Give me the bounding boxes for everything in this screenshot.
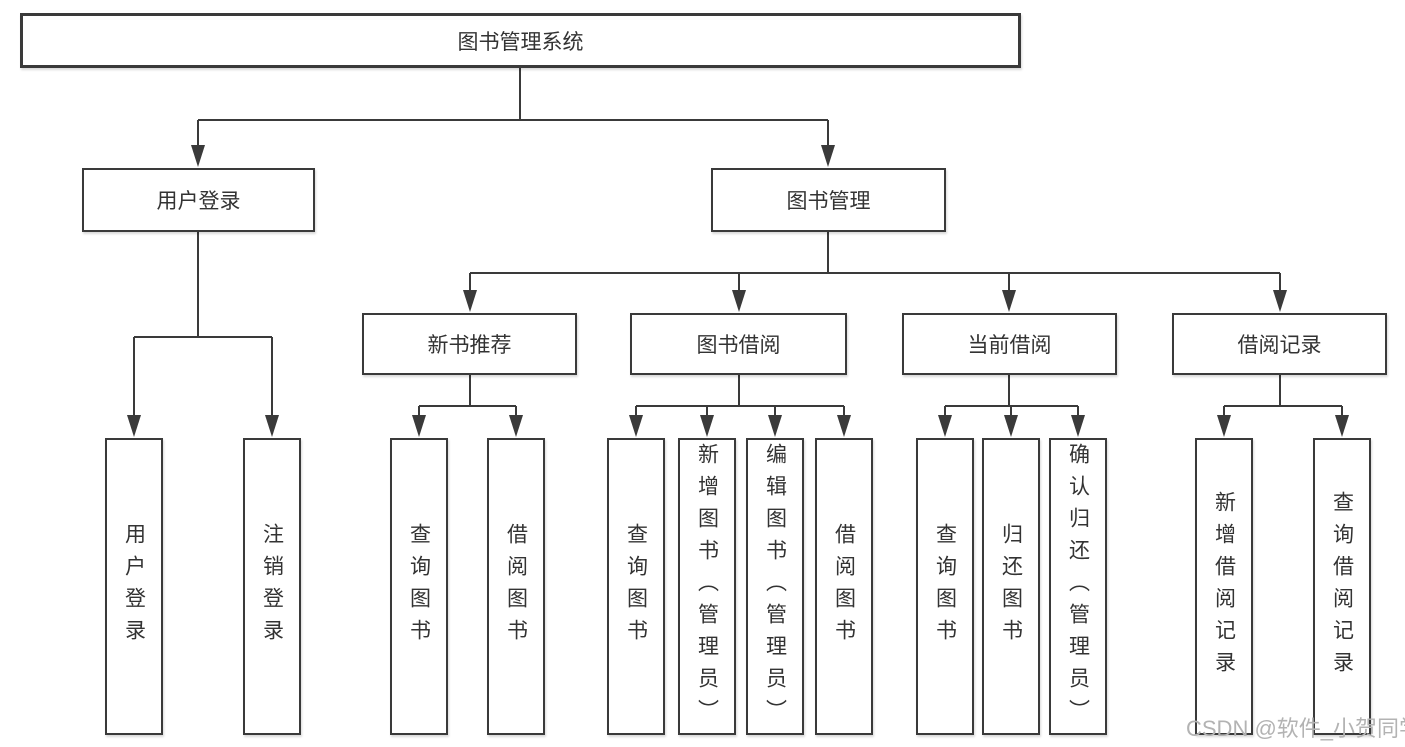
connector-book-mgmt <box>469 232 1281 292</box>
node-leaf-edit-book-admin: 编辑图书（管理员） <box>746 438 804 735</box>
arrowhead-icon <box>463 290 477 312</box>
node-label: 查询图书 <box>933 522 957 651</box>
arrowhead-icon <box>821 145 835 167</box>
connector-current-borrow <box>944 375 1079 417</box>
node-leaf-logout: 注销登录 <box>243 438 301 735</box>
arrowhead-icon <box>768 415 782 437</box>
arrowhead-icon <box>700 415 714 437</box>
node-book-borrow: 图书借阅 <box>630 313 847 375</box>
node-label: 新书推荐 <box>427 334 512 357</box>
node-label: 查询图书 <box>624 522 648 651</box>
node-label: 借阅记录 <box>1237 334 1322 357</box>
node-label: 查询借阅记录 <box>1330 490 1354 683</box>
node-current-borrow: 当前借阅 <box>902 313 1117 375</box>
node-label: 归还图书 <box>999 522 1023 651</box>
connector-user-login <box>133 232 273 417</box>
node-label: 注销登录 <box>260 522 284 651</box>
arrowhead-icon <box>938 415 952 437</box>
node-label: 图书管理 <box>786 190 871 213</box>
arrowhead-icon <box>1004 415 1018 437</box>
arrowhead-icon <box>629 415 643 437</box>
node-leaf-query-book-recommend: 查询图书 <box>390 438 448 735</box>
node-label: 借阅图书 <box>832 522 856 651</box>
node-label: 确认归还（管理员） <box>1066 442 1090 731</box>
arrowhead-icon <box>1071 415 1085 437</box>
node-leaf-confirm-return-admin: 确认归还（管理员） <box>1049 438 1107 735</box>
node-leaf-query-book-borrow: 查询图书 <box>607 438 665 735</box>
connector-book-borrow <box>635 375 845 417</box>
node-borrow-record: 借阅记录 <box>1172 313 1387 375</box>
connector-borrow-record <box>1223 375 1343 417</box>
node-leaf-query-borrow-record: 查询借阅记录 <box>1313 438 1371 735</box>
node-leaf-add-book-admin: 新增图书（管理员） <box>678 438 736 735</box>
arrowhead-icon <box>1335 415 1349 437</box>
csdn-watermark: CSDN @软件_小贺同学 <box>1186 716 1405 741</box>
arrowhead-icon <box>127 415 141 437</box>
node-leaf-borrow-book-recommend: 借阅图书 <box>487 438 545 735</box>
arrowhead-icon <box>837 415 851 437</box>
connector-arrowheads <box>127 145 1349 437</box>
node-user-login: 用户登录 <box>82 168 315 232</box>
node-label: 图书管理系统 <box>457 30 584 54</box>
node-leaf-add-borrow-record: 新增借阅记录 <box>1195 438 1253 735</box>
arrowhead-icon <box>412 415 426 437</box>
arrowhead-icon <box>191 145 205 167</box>
node-label: 查询图书 <box>407 522 431 651</box>
node-book-management: 图书管理 <box>711 168 946 232</box>
arrowhead-icon <box>265 415 279 437</box>
node-library-management-system: 图书管理系统 <box>20 13 1021 68</box>
arrowhead-icon <box>1217 415 1231 437</box>
node-label: 用户登录 <box>156 190 241 213</box>
arrowhead-icon <box>1002 290 1016 312</box>
node-label: 编辑图书（管理员） <box>763 442 787 731</box>
node-leaf-query-book-current: 查询图书 <box>916 438 974 735</box>
connector-new-book <box>418 375 517 417</box>
node-label: 新增图书（管理员） <box>695 442 719 731</box>
node-label: 图书借阅 <box>696 334 781 357</box>
connector-root <box>197 68 829 147</box>
arrowhead-icon <box>509 415 523 437</box>
node-label: 用户登录 <box>122 522 146 651</box>
node-label: 当前借阅 <box>967 334 1052 357</box>
node-label: 借阅图书 <box>504 522 528 651</box>
node-label: 新增借阅记录 <box>1212 490 1236 683</box>
node-leaf-borrow-book: 借阅图书 <box>815 438 873 735</box>
node-new-book-recommend: 新书推荐 <box>362 313 577 375</box>
node-leaf-return-book: 归还图书 <box>982 438 1040 735</box>
arrowhead-icon <box>732 290 746 312</box>
arrowhead-icon <box>1273 290 1287 312</box>
node-leaf-user-login: 用户登录 <box>105 438 163 735</box>
connector-lines <box>133 68 1343 417</box>
